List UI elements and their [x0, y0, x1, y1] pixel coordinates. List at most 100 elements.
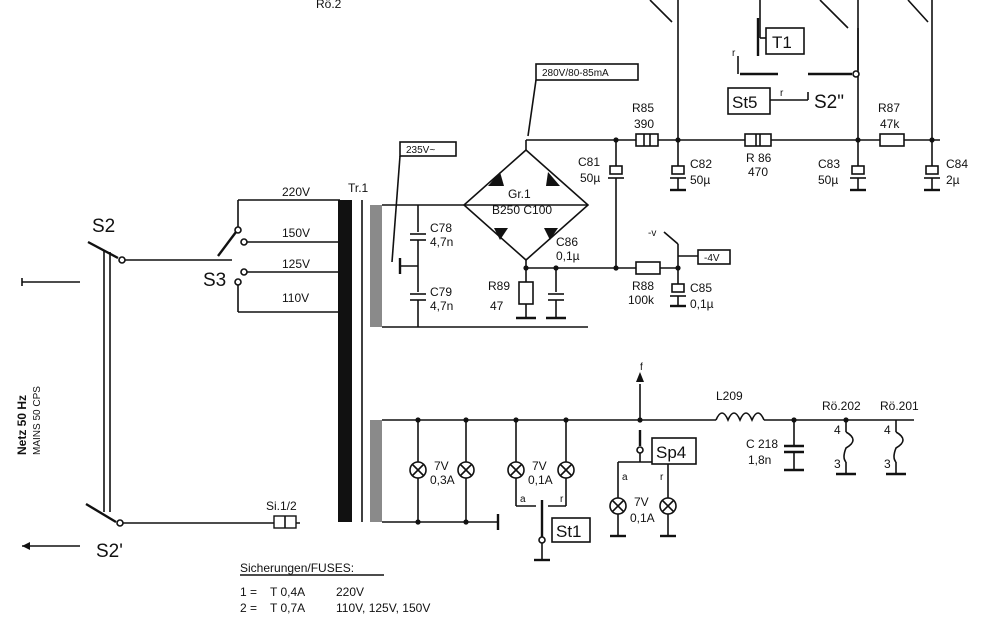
c82-name: C82	[690, 157, 712, 171]
mains-label-2: MAINS 50 CPS	[32, 386, 43, 455]
contact-r-st1: r	[560, 494, 564, 505]
c79-value: 4,7n	[430, 299, 453, 313]
switch-s2: S2	[87, 216, 232, 512]
callout-ac-voltage: 235V~	[391, 141, 457, 263]
lamp3-volt: 7V	[634, 495, 649, 509]
relay-area: T1 r St5 r S2"	[727, 18, 860, 115]
lamp1-amp: 0,3A	[430, 473, 455, 487]
tap-110: 110V	[282, 291, 309, 305]
mains-input: Netz 50 Hz MAINS 50 CPS	[15, 278, 80, 550]
tube-ro201: Rö.201 4 3	[880, 399, 919, 476]
s2-label: S2	[92, 216, 115, 237]
capacitor-c84: C84 2µ	[924, 140, 968, 192]
ro201-pin3: 3	[884, 457, 891, 471]
choke-l209: L209	[715, 389, 914, 423]
bridge-rectifier: Gr.1 B250 C100	[462, 140, 590, 271]
fuse-row1-num: 1 =	[240, 585, 257, 599]
c218-name: C 218	[746, 437, 778, 451]
r88-name: R88	[632, 279, 654, 293]
r88-value: 100k	[628, 293, 655, 307]
dc-voltage-text: 280V/80-85mA	[542, 68, 609, 79]
r85-value: 390	[634, 117, 654, 131]
c79-name: C79	[430, 285, 452, 299]
capacitor-c83: C83 50µ	[818, 140, 866, 192]
s2-double-label: S2"	[814, 92, 844, 113]
ro201-pin4: 4	[884, 423, 891, 437]
c218-value: 1,8n	[748, 453, 771, 467]
t1-label: T1	[772, 33, 792, 52]
ro202-label: Rö.202	[822, 399, 861, 413]
tap-220: 220V	[282, 185, 310, 199]
tap-150: 150V	[282, 226, 310, 240]
rectifier-type: B250 C100	[492, 203, 552, 217]
capacitor-c81: C81 50µ	[578, 140, 624, 268]
contact-f: f	[640, 362, 643, 373]
contact-r-mid: r	[780, 88, 784, 99]
r89-name: R89	[488, 279, 510, 293]
lamp3-amp: 0,1A	[630, 511, 655, 525]
transformer-tr1: Tr.1	[338, 181, 382, 522]
ro202-pin4: 4	[834, 423, 841, 437]
lamp-group-2: a r 7V 0,1A St1	[507, 420, 591, 562]
rectifier-name: Gr.1	[508, 187, 531, 201]
c78-value: 4,7n	[430, 235, 453, 249]
c81-name: C81	[578, 155, 600, 169]
s2-prime-label: S2'	[96, 541, 123, 562]
fuse-row2-volt: 110V, 125V, 150V	[336, 601, 430, 615]
c84-name: C84	[946, 157, 968, 171]
lamp-group-1: 7V 0,3A	[409, 420, 475, 522]
c84-value: 2µ	[946, 173, 960, 187]
heater-secondary	[382, 417, 716, 530]
c81-value: 50µ	[580, 171, 600, 185]
fuse-row1-volt: 220V	[336, 585, 364, 599]
neg-symbol: -v	[648, 228, 656, 239]
mains-label-1: Netz 50 Hz	[15, 395, 29, 455]
contact-a-st1: a	[520, 494, 526, 505]
c83-name: C83	[818, 157, 840, 171]
ro202-pin3: 3	[834, 457, 841, 471]
ac-voltage-text: 235V~	[406, 145, 435, 156]
capacitor-c218: C 218 1,8n	[746, 420, 804, 472]
contact-a-sp4: a	[622, 472, 628, 483]
r86-value: 470	[748, 165, 768, 179]
c85-name: C85	[690, 281, 712, 295]
fuse-row2-num: 2 =	[240, 601, 257, 615]
r87-value: 47k	[880, 117, 900, 131]
c86-value: 0,1µ	[556, 249, 580, 263]
callout-dc-voltage: 280V/80-85mA	[527, 63, 639, 137]
st5-label: St5	[732, 93, 758, 112]
top-tube-label: Rö.2	[316, 0, 342, 11]
fuse-row2-type: T 0,7A	[270, 601, 305, 615]
top-partial-wiring	[649, 0, 933, 140]
fuses-table: Sicherungen/FUSES: 1 = T 0,4A 220V 2 = T…	[240, 561, 430, 615]
r87-name: R87	[878, 101, 900, 115]
c86-name: C86	[556, 235, 578, 249]
contact-r-sp4: r	[660, 472, 664, 483]
lamp-group-3: f a r 7V 0,1A Sp4	[609, 362, 697, 538]
contact-r-top: r	[732, 48, 736, 59]
lamp2-amp: 0,1A	[528, 473, 553, 487]
fuse-row1-type: T 0,4A	[270, 585, 305, 599]
c82-value: 50µ	[690, 173, 710, 187]
switch-s3: S3 220V 150V 125V 110V	[203, 185, 340, 313]
s3-label: S3	[203, 270, 226, 291]
negative-supply: -v -4V R88 100k C85 0,1µ R89 47 C86 0,1µ	[488, 228, 731, 320]
switch-s2-prime: S2'	[85, 502, 300, 562]
fuses-title: Sicherungen/FUSES:	[240, 561, 354, 575]
fuse-si12: Si.1/2	[266, 499, 297, 529]
capacitor-c82: C82 50µ	[670, 140, 712, 192]
c83-value: 50µ	[818, 173, 838, 187]
l209-name: L209	[716, 389, 743, 403]
transformer-label: Tr.1	[348, 181, 369, 195]
fuse-label: Si.1/2	[266, 499, 297, 513]
r85-name: R85	[632, 101, 654, 115]
c78-name: C78	[430, 221, 452, 235]
sp4-label: Sp4	[656, 443, 686, 462]
neg-voltage-text: -4V	[704, 253, 720, 264]
lamp1-volt: 7V	[434, 459, 449, 473]
st1-label: St1	[556, 522, 582, 541]
tube-ro202: Rö.202 4 3	[822, 399, 861, 476]
c85-value: 0,1µ	[690, 297, 714, 311]
